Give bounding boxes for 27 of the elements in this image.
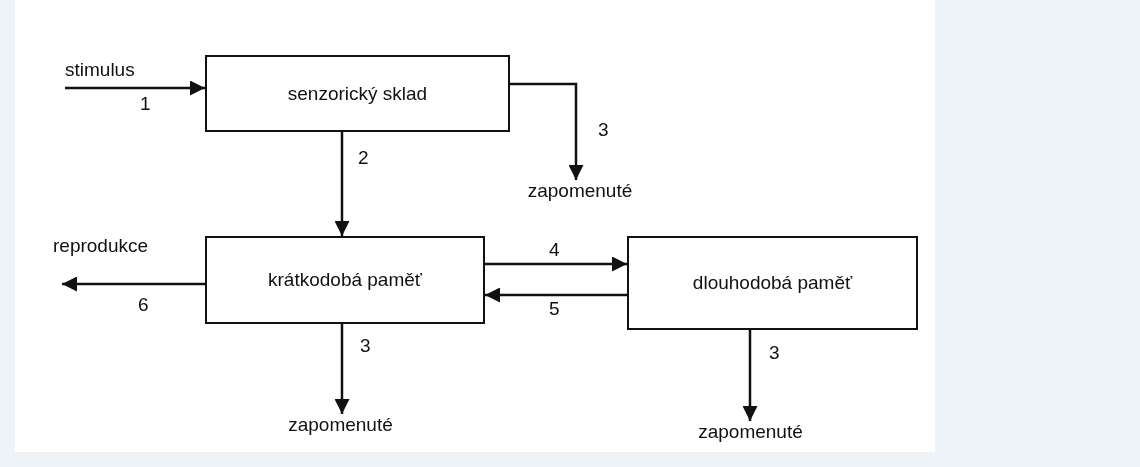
outcome-text: zapomenuté [505,180,655,202]
process-box [205,236,485,324]
edge-label: 3 [360,336,371,355]
arrow [334,132,350,236]
flow-label: reprodukce [53,236,149,255]
arrow [65,80,205,96]
edge-label: 4 [549,240,560,259]
edge-label: 6 [138,295,149,314]
outcome-text: zapomenuté [268,414,413,436]
flow-label: stimulus [65,60,135,79]
edge-label: 5 [549,299,560,318]
edge-label: 2 [358,148,369,167]
process-box [627,236,918,330]
outcome-text: zapomenuté [678,421,823,443]
arrow [334,324,350,414]
arrow [485,256,627,272]
arrow [510,82,584,180]
box-label: senzorický sklad [287,82,428,105]
box-label: krátkodobá paměť [268,269,422,291]
arrow [485,287,627,303]
edge-label: 3 [598,120,609,139]
edge-label: 1 [140,94,151,113]
arrow [742,330,758,421]
edge-label: 3 [769,343,780,362]
box-label: dlouhodobá paměť [692,272,853,294]
arrow [62,276,205,292]
process-box [205,55,510,132]
